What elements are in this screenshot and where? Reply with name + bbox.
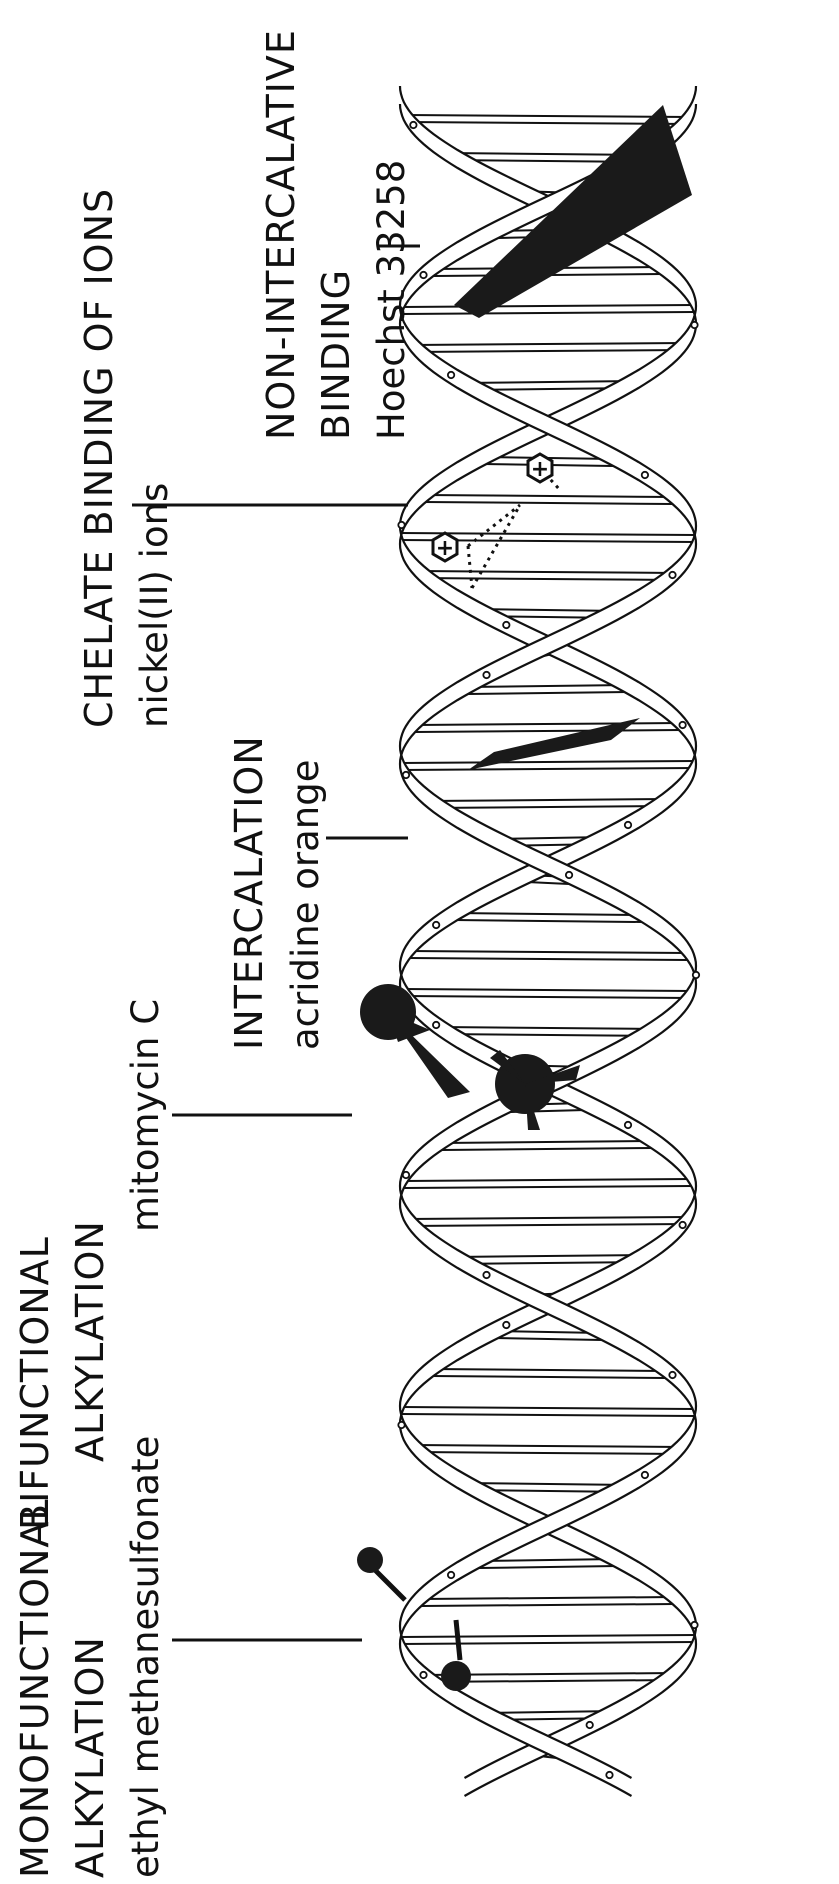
acridine-intercalator [468, 718, 640, 770]
hoechst-groove-binder [454, 105, 692, 318]
nickel-ion-2-symbol: + [436, 536, 454, 561]
nickel-ion-1-symbol: + [531, 457, 549, 482]
mitomycin-crosslink [360, 984, 580, 1130]
nickel-ion-group: + + [433, 454, 560, 588]
nickel-ion-1: + [528, 454, 552, 482]
ems-adducts [357, 1547, 471, 1691]
nickel-ion-2: + [433, 533, 457, 561]
